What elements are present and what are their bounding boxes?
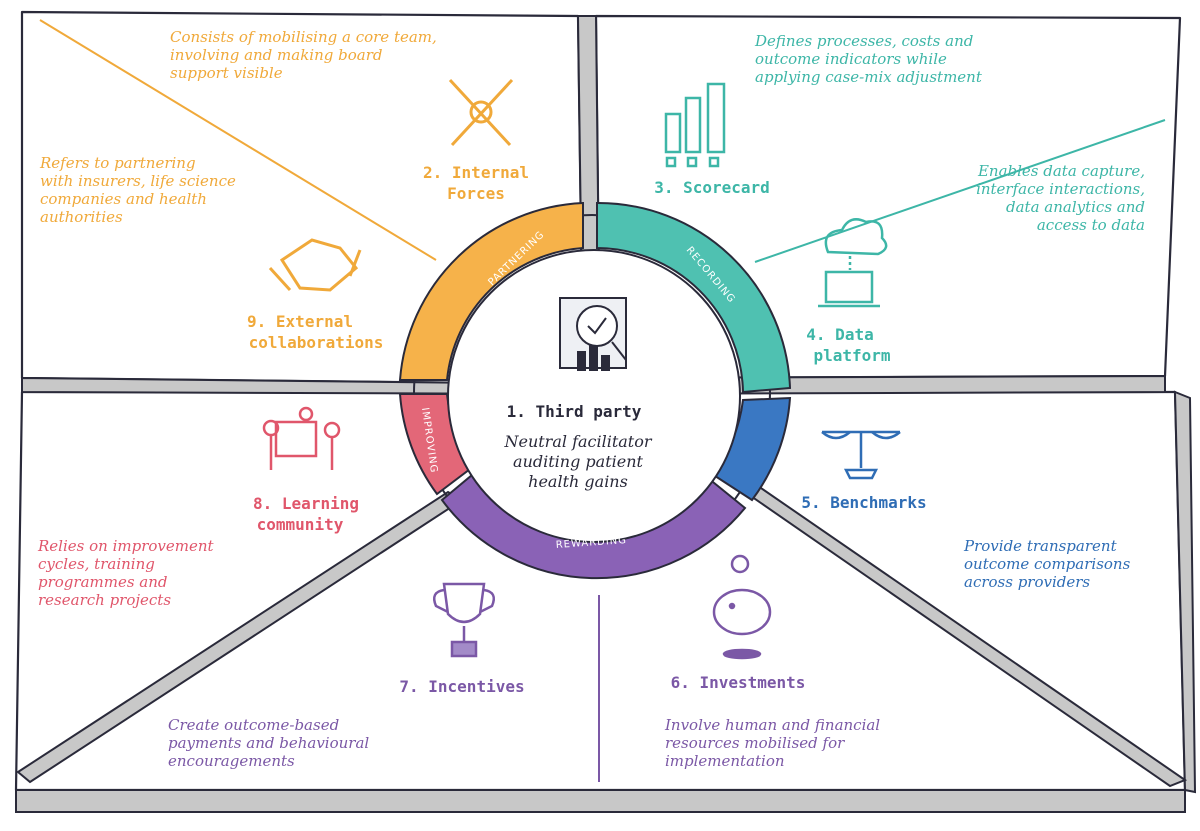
center-description-line: health gains — [528, 472, 628, 491]
data-platform-title: 4. Data platform — [806, 325, 891, 365]
description-line: Enables data capture, — [977, 162, 1145, 180]
description-line: authorities — [40, 208, 123, 226]
center-description: Neutral facilitator auditing patient hea… — [503, 432, 652, 491]
description-line: outcome comparisons — [964, 555, 1131, 573]
ring-segment-comparing — [710, 396, 792, 502]
cloud-laptop-icon — [818, 218, 888, 308]
description-line: data analytics and — [1006, 198, 1145, 216]
bar-chart-icon — [664, 82, 726, 168]
trophy-icon — [433, 582, 495, 658]
description-line: Create outcome-based — [168, 716, 339, 734]
ring-segment-recording — [596, 201, 792, 394]
description-line: programmes and — [38, 573, 168, 591]
incentives-description: Create outcome-based payments and behavi… — [168, 716, 369, 770]
center-disc — [447, 249, 741, 543]
puzzle-team-icon — [262, 406, 341, 470]
internal-forces-title: 2. Internal Forces — [423, 163, 529, 203]
learning-community-description: Relies on improvement cycles, training p… — [37, 537, 215, 609]
scorecard-title: 3. Scorecard — [654, 178, 770, 197]
external-collaborations-title: 9. External collaborations — [247, 312, 383, 352]
description-line: Refers to partnering — [39, 154, 196, 172]
piggy-bank-icon — [712, 554, 772, 660]
title-line: 4. Data — [806, 325, 873, 344]
center-description-line: auditing patient — [513, 452, 643, 471]
incentives-title: 7. Incentives — [399, 677, 524, 696]
ring-label-rewarding: REWARDING — [555, 535, 627, 551]
investments-title: 6. Investments — [671, 673, 806, 692]
diagonal-dividers — [39, 19, 1166, 782]
magnifier-chart-icon — [559, 297, 627, 371]
description-line: applying case-mix adjustment — [755, 68, 983, 86]
title-line: community — [257, 515, 344, 534]
description-line: outcome indicators while — [755, 50, 947, 68]
title-line: Forces — [447, 184, 505, 203]
description-line: Defines processes, costs and — [754, 32, 973, 50]
description-line: payments and behavioural — [168, 734, 369, 752]
wall-edges — [15, 15, 1197, 813]
investments-description: Involve human and financial resources mo… — [664, 716, 880, 770]
data-platform-description: Enables data capture, interface interact… — [976, 162, 1145, 234]
scorecard-description: Defines processes, costs and outcome ind… — [754, 32, 983, 86]
benchmarks-title: 5. Benchmarks — [801, 493, 926, 512]
description-line: with insurers, life science — [40, 172, 236, 190]
title-line: 2. Internal — [423, 163, 529, 182]
description-line: across providers — [964, 573, 1090, 591]
scale-icon — [821, 430, 901, 480]
description-line: research projects — [38, 591, 171, 609]
description-line: interface interactions, — [976, 180, 1145, 198]
process-ring — [398, 201, 792, 580]
description-line: involving and making board — [170, 46, 382, 64]
description-line: implementation — [665, 752, 785, 770]
internal-forces-description: Consists of mobilising a core team, invo… — [170, 28, 437, 82]
learning-community-title: 8. Learning community — [253, 494, 359, 534]
center-title: 1. Third party — [507, 402, 642, 421]
title-line: platform — [813, 346, 890, 365]
title-line: 8. Learning — [253, 494, 359, 513]
external-collaborations-description: Refers to partnering with insurers, life… — [39, 154, 236, 226]
ring-segment-partnering — [398, 201, 584, 381]
description-line: encouragements — [168, 752, 295, 770]
center-description-line: Neutral facilitator — [503, 432, 652, 451]
handshake-icon — [268, 238, 362, 292]
panel-frames — [14, 10, 1187, 792]
description-line: Relies on improvement — [37, 537, 215, 555]
description-line: resources mobilised for — [665, 734, 845, 752]
description-line: support visible — [170, 64, 283, 82]
description-line: Provide transparent — [963, 537, 1118, 555]
description-line: cycles, training — [38, 555, 155, 573]
description-line: access to data — [1037, 216, 1145, 234]
benchmarks-description: Provide transparent outcome comparisons … — [963, 537, 1131, 591]
description-line: Involve human and financial — [664, 716, 880, 734]
crossed-hands-icon — [448, 78, 514, 147]
description-line: companies and health — [40, 190, 207, 208]
title-line: collaborations — [249, 333, 384, 352]
title-line: 9. External — [247, 312, 353, 331]
description-line: Consists of mobilising a core team, — [170, 28, 437, 46]
